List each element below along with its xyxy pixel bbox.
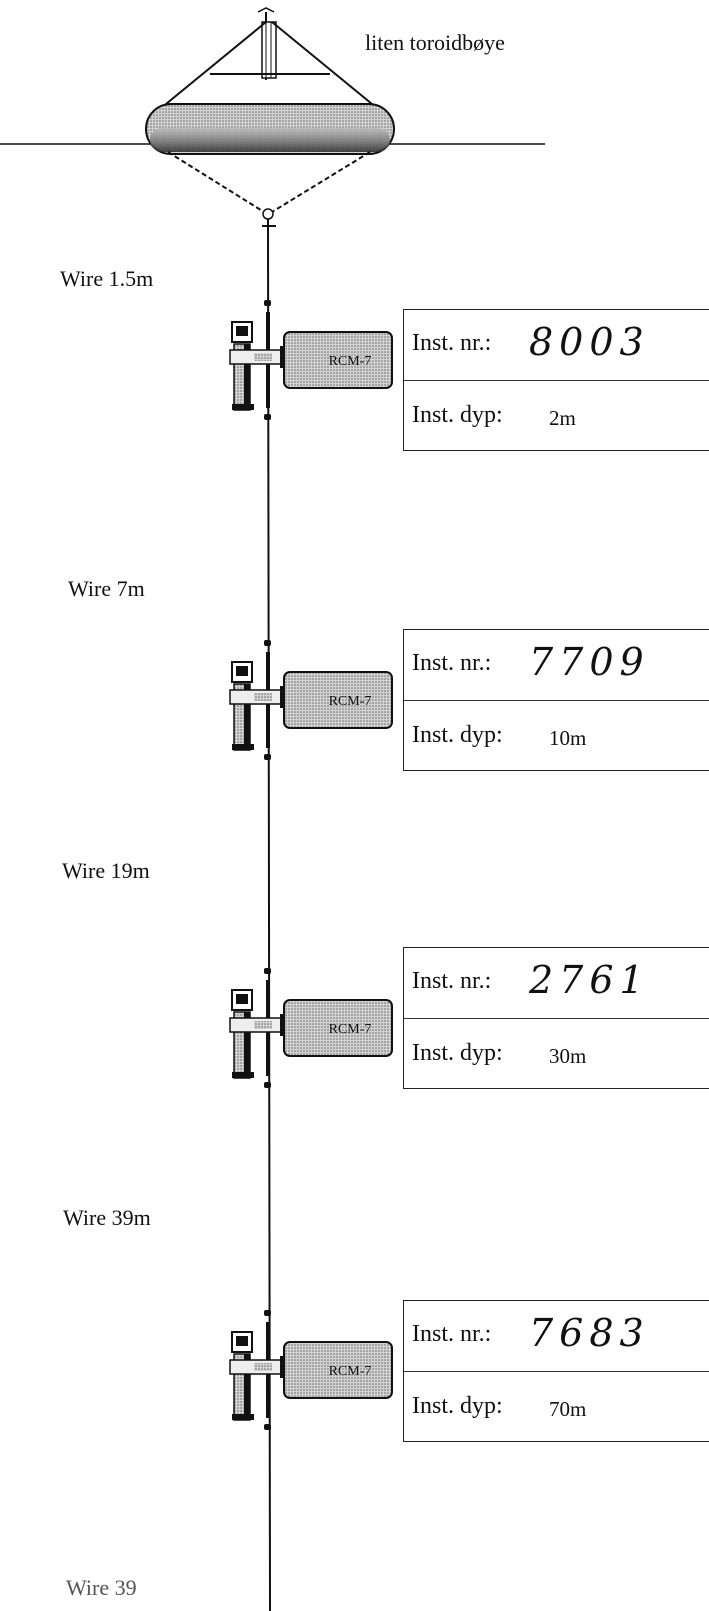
rcm7-label: RCM-7 xyxy=(329,354,372,369)
inst-dyp-label: Inst. dyp: xyxy=(412,402,503,428)
inst-nr-value: 7709 xyxy=(529,640,650,684)
inst-dyp-value: 70m xyxy=(549,1397,587,1421)
instrument-info-box: Inst. nr.: 7683 Inst. dyp: 70m xyxy=(403,1300,709,1442)
rcm7-current-meter: RCM-7 xyxy=(229,1310,393,1430)
inst-dyp-label: Inst. dyp: xyxy=(412,1393,503,1419)
inst-nr-label: Inst. nr.: xyxy=(412,330,492,356)
instrument-info-box: Inst. nr.: 8003 Inst. dyp: 2m xyxy=(403,309,709,451)
inst-dyp-label: Inst. dyp: xyxy=(412,722,503,748)
inst-dyp-label: Inst. dyp: xyxy=(412,1040,503,1066)
rcm7-label: RCM-7 xyxy=(329,694,372,709)
inst-nr-value: 7683 xyxy=(529,1311,650,1355)
inst-dyp-value: 10m xyxy=(549,726,587,750)
rcm7-current-meter: RCM-7 xyxy=(229,968,393,1088)
wire-label: Wire 1.5m xyxy=(60,266,154,291)
instrument-info-box: Inst. nr.: 7709 Inst. dyp: 10m xyxy=(403,629,709,771)
rcm7-label: RCM-7 xyxy=(329,1022,372,1037)
inst-nr-value: 8003 xyxy=(529,320,650,364)
inst-nr-label: Inst. nr.: xyxy=(412,650,492,676)
wire-label: Wire 19m xyxy=(62,858,150,883)
wire-label: Wire 39m xyxy=(63,1205,151,1230)
inst-dyp-value: 2m xyxy=(549,406,576,430)
wire-label: Wire 7m xyxy=(68,576,145,601)
buoy-label: liten toroidbøye xyxy=(365,30,505,55)
inst-dyp-value: 30m xyxy=(549,1044,587,1068)
inst-nr-label: Inst. nr.: xyxy=(412,968,492,994)
wire-label: Wire 39 xyxy=(66,1575,137,1600)
inst-nr-label: Inst. nr.: xyxy=(412,1321,492,1347)
rcm7-current-meter: RCM-7 xyxy=(229,300,393,420)
rcm7-label: RCM-7 xyxy=(329,1364,372,1379)
inst-nr-value: 2761 xyxy=(529,958,650,1002)
toroid-buoy xyxy=(145,7,395,227)
instrument-info-box: Inst. nr.: 2761 Inst. dyp: 30m xyxy=(403,947,709,1089)
rcm7-current-meter: RCM-7 xyxy=(229,640,393,760)
